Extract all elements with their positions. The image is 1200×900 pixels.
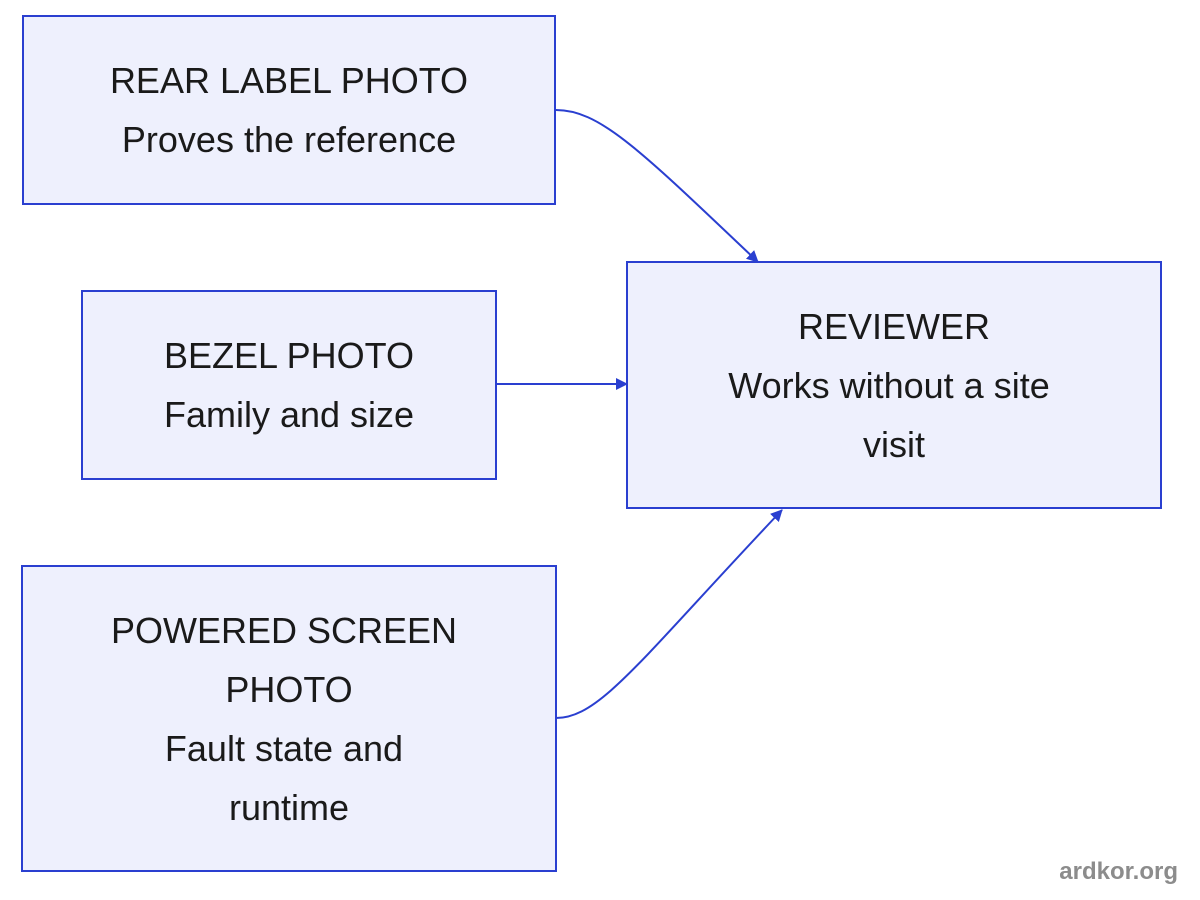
node-reviewer-subtitle-line2: visit (863, 424, 925, 465)
node-powered-screen-photo: POWERED SCREEN PHOTO Fault state and run… (21, 565, 557, 872)
node-bezel-subtitle: Family and size (164, 394, 414, 435)
node-bezel-photo: BEZEL PHOTO Family and size (81, 290, 497, 480)
edge-powered-screen-to-reviewer (555, 509, 783, 719)
node-reviewer-title: REVIEWER (798, 306, 990, 347)
node-rear-label-photo: REAR LABEL PHOTO Proves the reference (22, 15, 556, 205)
node-reviewer: REVIEWER Works without a site visit (626, 261, 1162, 509)
node-rear-label-title: REAR LABEL PHOTO (110, 60, 468, 101)
node-powered-screen-title-line1: POWERED SCREEN (111, 610, 457, 651)
watermark-text: ardkor.org (1059, 858, 1178, 885)
node-powered-screen-subtitle-line1: Fault state and (165, 728, 403, 769)
node-powered-screen-subtitle-line2: runtime (229, 787, 349, 828)
node-reviewer-subtitle-line1: Works without a site (728, 365, 1049, 406)
node-bezel-title: BEZEL PHOTO (164, 335, 414, 376)
node-powered-screen-title-line2: PHOTO (225, 669, 352, 710)
node-rear-label-subtitle: Proves the reference (122, 119, 456, 160)
edge-rear-label-to-reviewer (555, 109, 759, 263)
